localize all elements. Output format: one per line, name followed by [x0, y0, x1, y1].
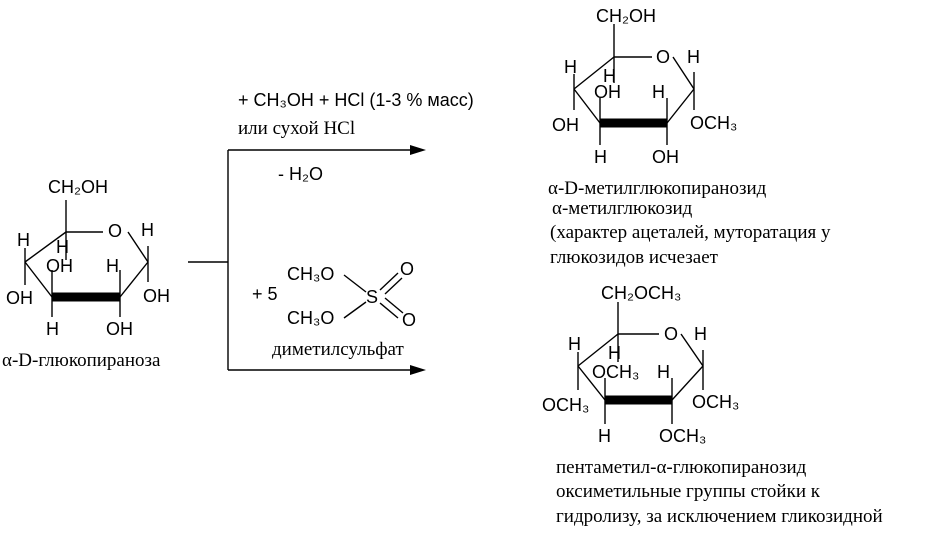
arrow-head — [410, 145, 426, 155]
byproduct-label: - H₂O — [278, 164, 323, 184]
h-label: H — [594, 147, 607, 167]
reaction1-conditions: + CH₃OH + HCl (1-3 % масс) или сухой HCl… — [238, 90, 474, 184]
product1-name: α-D-метилглюкопиранозид — [548, 178, 767, 199]
arrow-head — [410, 365, 426, 375]
sulfur-label: S — [366, 287, 378, 307]
oxygen-label: O — [402, 310, 416, 330]
coefficient-label: + 5 — [252, 284, 278, 304]
h-label: H — [694, 324, 707, 344]
ring-oxygen-label: O — [656, 47, 670, 67]
product1-note: глюкозидов исчезает — [550, 247, 719, 268]
h-label: H — [687, 47, 700, 67]
ch3o-label: CH₃O — [287, 264, 334, 284]
h-label: H — [46, 319, 59, 339]
reactant-glucopyranose: CH₂OH O H H OH H H OH OH H OH α-D-глюкоп… — [2, 177, 170, 371]
oh-label: OH — [46, 256, 73, 276]
product1-note: (характер ацеталей, мутоpатация у — [550, 222, 831, 243]
h-label: H — [56, 237, 69, 257]
ch2oh-label: CH₂OH — [48, 177, 108, 197]
oxygen-label: O — [400, 259, 414, 279]
oh-label: OH — [552, 115, 579, 135]
product2-note: оксиметильные группы стойки к — [556, 481, 821, 502]
h-label: H — [564, 57, 577, 77]
oh-label: OH — [143, 286, 170, 306]
reagent-line: + CH₃OH + HCl (1-3 % масс) — [238, 90, 474, 110]
h-label: H — [17, 230, 30, 250]
product2-note: гидролизу, за исключением гликозидной — [556, 506, 883, 527]
och3-label: OCH₃ — [592, 362, 639, 382]
reactant-name: α-D-глюкопираноза — [2, 350, 161, 371]
reaction2-reagent: + 5 CH₃O CH₃O S O O диметилсульфат — [252, 259, 416, 360]
h-label: H — [106, 256, 119, 276]
reagent-name: диметилсульфат — [272, 339, 404, 360]
h-label: H — [608, 343, 621, 363]
ring-oxygen-label: O — [108, 221, 122, 241]
reagent-line: или сухой HCl — [238, 118, 355, 139]
ch2oh-label: CH₂OH — [596, 6, 656, 26]
product2-pentamethylglucoside: CH₂OCH₃ O H H OCH₃ H H OCH₃ OCH₃ H OCH₃ … — [542, 283, 883, 527]
h-label: H — [141, 220, 154, 240]
h-label: H — [657, 362, 670, 382]
oh-label: OH — [594, 82, 621, 102]
product1-methylglucoside: CH₂OH O H H OH H H OH OCH₃ H OH α-D-мети… — [548, 6, 831, 268]
h-label: H — [598, 426, 611, 446]
oh-label: OH — [652, 147, 679, 167]
h-label: H — [603, 66, 616, 86]
reaction-arrows — [188, 145, 426, 375]
oh-label: OH — [6, 288, 33, 308]
och3-label: OCH₃ — [659, 426, 706, 446]
h-label: H — [568, 334, 581, 354]
oh-label: OH — [106, 319, 133, 339]
och3-label: OCH₃ — [692, 392, 739, 412]
och3-label: OCH₃ — [690, 113, 737, 133]
product2-name: пентаметил-α-глюкопиранозид — [556, 457, 807, 478]
h-label: H — [652, 82, 665, 102]
ch3o-label: CH₃O — [287, 308, 334, 328]
och3-label: OCH₃ — [542, 395, 589, 415]
product1-trivial-name: α-метилглюкозид — [552, 198, 693, 219]
ch2och3-label: CH₂OCH₃ — [601, 283, 681, 303]
ring-oxygen-label: O — [664, 324, 678, 344]
